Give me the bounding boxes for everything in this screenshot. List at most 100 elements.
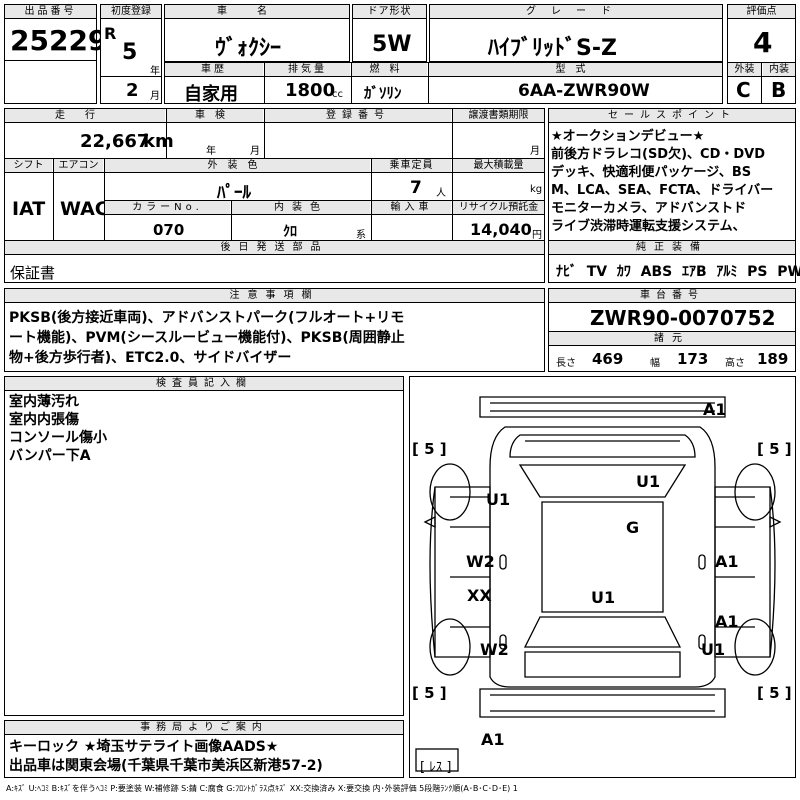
later-parts: 保証書 <box>10 264 56 282</box>
mark-w2-left-door: W2 <box>466 552 495 571</box>
equip-item: ｱﾙﾐ <box>716 264 738 280</box>
grade: ﾊｲﾌﾞﾘｯﾄﾞS-Z <box>488 36 617 61</box>
first-reg-box <box>100 4 162 104</box>
first-reg-label: 初度登録 <box>101 5 161 18</box>
length: 469 <box>592 350 624 368</box>
int-label: 内装 <box>763 63 795 76</box>
load-label: 最大積載量 <box>453 159 544 172</box>
office-lines: キーロック ★埼玉サテライト画像AADS★ 出品車は関東会場(千葉県千葉市美浜区… <box>9 738 323 776</box>
fuel: ｶﾞｿﾘﾝ <box>364 84 402 102</box>
office-label: 事務局よりご案内 <box>5 721 403 734</box>
equip-item: ABS <box>640 264 673 280</box>
reg-month: 2 <box>126 80 139 101</box>
sales-point-lines: ★オークションデビュー★ 前後方ドラレコ(SD欠)、CD・DVD デッキ、快適利… <box>551 128 795 236</box>
inspector-line: 室内内張傷 <box>9 412 79 428</box>
equip-item: ｶﾜ <box>616 264 631 280</box>
aircon: WAC <box>60 198 109 220</box>
cc-unit: cc <box>332 89 343 100</box>
height: 189 <box>757 350 789 368</box>
mark-u1-right-rear: U1 <box>701 640 726 659</box>
tire-front-left: [ 5 ] <box>412 440 447 458</box>
lot-label: 出品番号 <box>5 5 96 18</box>
car-history: 自家用 <box>184 84 238 105</box>
kg-unit: kg <box>530 184 543 195</box>
recycle-fee: 14,040 <box>470 220 532 239</box>
inspector-line: バンパー下A <box>9 448 91 464</box>
sales-line: ★オークションデビュー★ <box>551 129 705 144</box>
displacement-label: 排気量 <box>265 63 350 76</box>
body-color: ﾊﾟｰﾙ <box>217 183 251 203</box>
inspection-year-unit: 年 <box>206 146 216 157</box>
notes-label: 注意事項欄 <box>5 289 544 302</box>
year-unit: 年 <box>150 66 160 77</box>
recycle-label: リサイクル預託金 <box>453 201 544 214</box>
overall-score: 4 <box>753 26 773 59</box>
model-label: 型式 <box>429 63 722 76</box>
km-unit: km <box>143 131 174 152</box>
sales-line: モニターカメラ、アドバンストド <box>551 201 747 216</box>
shift: IAT <box>12 198 46 220</box>
lot-number: 25229 <box>10 24 108 57</box>
inspector-label: 検査員記入欄 <box>5 377 403 390</box>
equipment-list: ﾅﾋﾞ TV ｶﾜ ABS ｴｱB ｱﾙﾐ PS PW <box>556 261 800 281</box>
mark-g-windshield: G <box>626 518 640 537</box>
width: 173 <box>677 350 709 368</box>
ac-label: エアコン <box>54 159 103 172</box>
color-no-label: カラーNo. <box>105 201 230 214</box>
tire-rear-left: [ 5 ] <box>412 684 447 702</box>
length-label: 長さ <box>556 358 576 369</box>
inspector-lines: 室内薄汚れ 室内内張傷 コンソール傷小 バンパー下A <box>9 393 107 465</box>
import-label: 輸入車 <box>372 201 451 214</box>
mark-u1-left-front: U1 <box>486 490 511 509</box>
inspection-label: 車検 <box>167 109 263 122</box>
yen-unit: 円 <box>532 230 542 241</box>
mark-a1-front: A1 <box>703 400 727 419</box>
office-line: 出品車は関東会場(千葉県千葉市美浜区新港57-2) <box>9 758 323 774</box>
month-unit: 月 <box>150 91 160 102</box>
sales-line: 前後方ドラレコ(SD欠)、CD・DVD <box>551 147 766 162</box>
mark-w2-left-rear: W2 <box>480 640 509 659</box>
legend: A:ｷｽﾞ U:ﾍｺﾐ B:ｷｽﾞを伴うﾍｺﾐ P:要塗装 W:補修跡 S:錆 … <box>6 784 518 793</box>
later-parts-label: 後日発送部品 <box>5 241 544 254</box>
tire-front-right: [ 5 ] <box>757 440 792 458</box>
shift-label: シフト <box>5 159 52 172</box>
car-name-label: 車名 <box>165 5 349 18</box>
sales-line: デッキ、快適利便パッケージ、BS <box>551 165 752 180</box>
equip-item: ｴｱB <box>681 264 707 280</box>
inspector-box <box>4 376 404 716</box>
mark-a1-right-door: A1 <box>715 552 739 571</box>
fuel-label: 燃料 <box>352 63 427 76</box>
ext-label: 外装 <box>728 63 761 76</box>
displacement: 1800 <box>285 80 336 101</box>
damage-diagram <box>409 376 796 778</box>
capacity: 7 <box>410 178 422 198</box>
car-name: ｳﾞｫｸｼｰ <box>215 36 282 61</box>
transfer-month-unit: 月 <box>530 146 540 157</box>
equip-item: TV <box>586 264 608 280</box>
model-code: 6AA-ZWR90W <box>518 81 650 101</box>
sales-line: M、LCA、SEA、FCTA、ドライバー <box>551 183 774 198</box>
height-label: 高さ <box>725 358 745 369</box>
inspection-month-unit: 月 <box>250 146 260 157</box>
chassis-label: 車台番号 <box>549 289 795 302</box>
reg-year: 5 <box>122 40 138 65</box>
chassis-number: ZWR90-0070752 <box>590 306 776 330</box>
notes-lines: PKSB(後方接近車両)、アドバンストパーク(フルオート+リモ ート機能)、PV… <box>9 308 405 368</box>
color-label: 外装色 <box>105 159 370 172</box>
grade-label: グレード <box>430 5 722 18</box>
tire-rear-right: [ 5 ] <box>757 684 792 702</box>
dimensions-label: 諸元 <box>549 332 795 345</box>
sales-point-label: セールスポイント <box>549 109 795 122</box>
door-label: ドア形状 <box>353 5 426 18</box>
era: R <box>104 24 117 43</box>
equip-item: ﾅﾋﾞ <box>556 264 577 280</box>
color-no: 070 <box>153 221 185 239</box>
equipment-label: 純正装備 <box>549 241 795 254</box>
mileage-label: 走行 <box>5 109 165 122</box>
door-type: 5W <box>372 32 412 57</box>
equip-item: PW <box>777 264 800 280</box>
ext-grade: C <box>736 78 751 102</box>
history-label: 車歴 <box>165 63 263 76</box>
mark-a1-rear: A1 <box>481 730 505 749</box>
int-color: ｸﾛ <box>283 224 297 240</box>
